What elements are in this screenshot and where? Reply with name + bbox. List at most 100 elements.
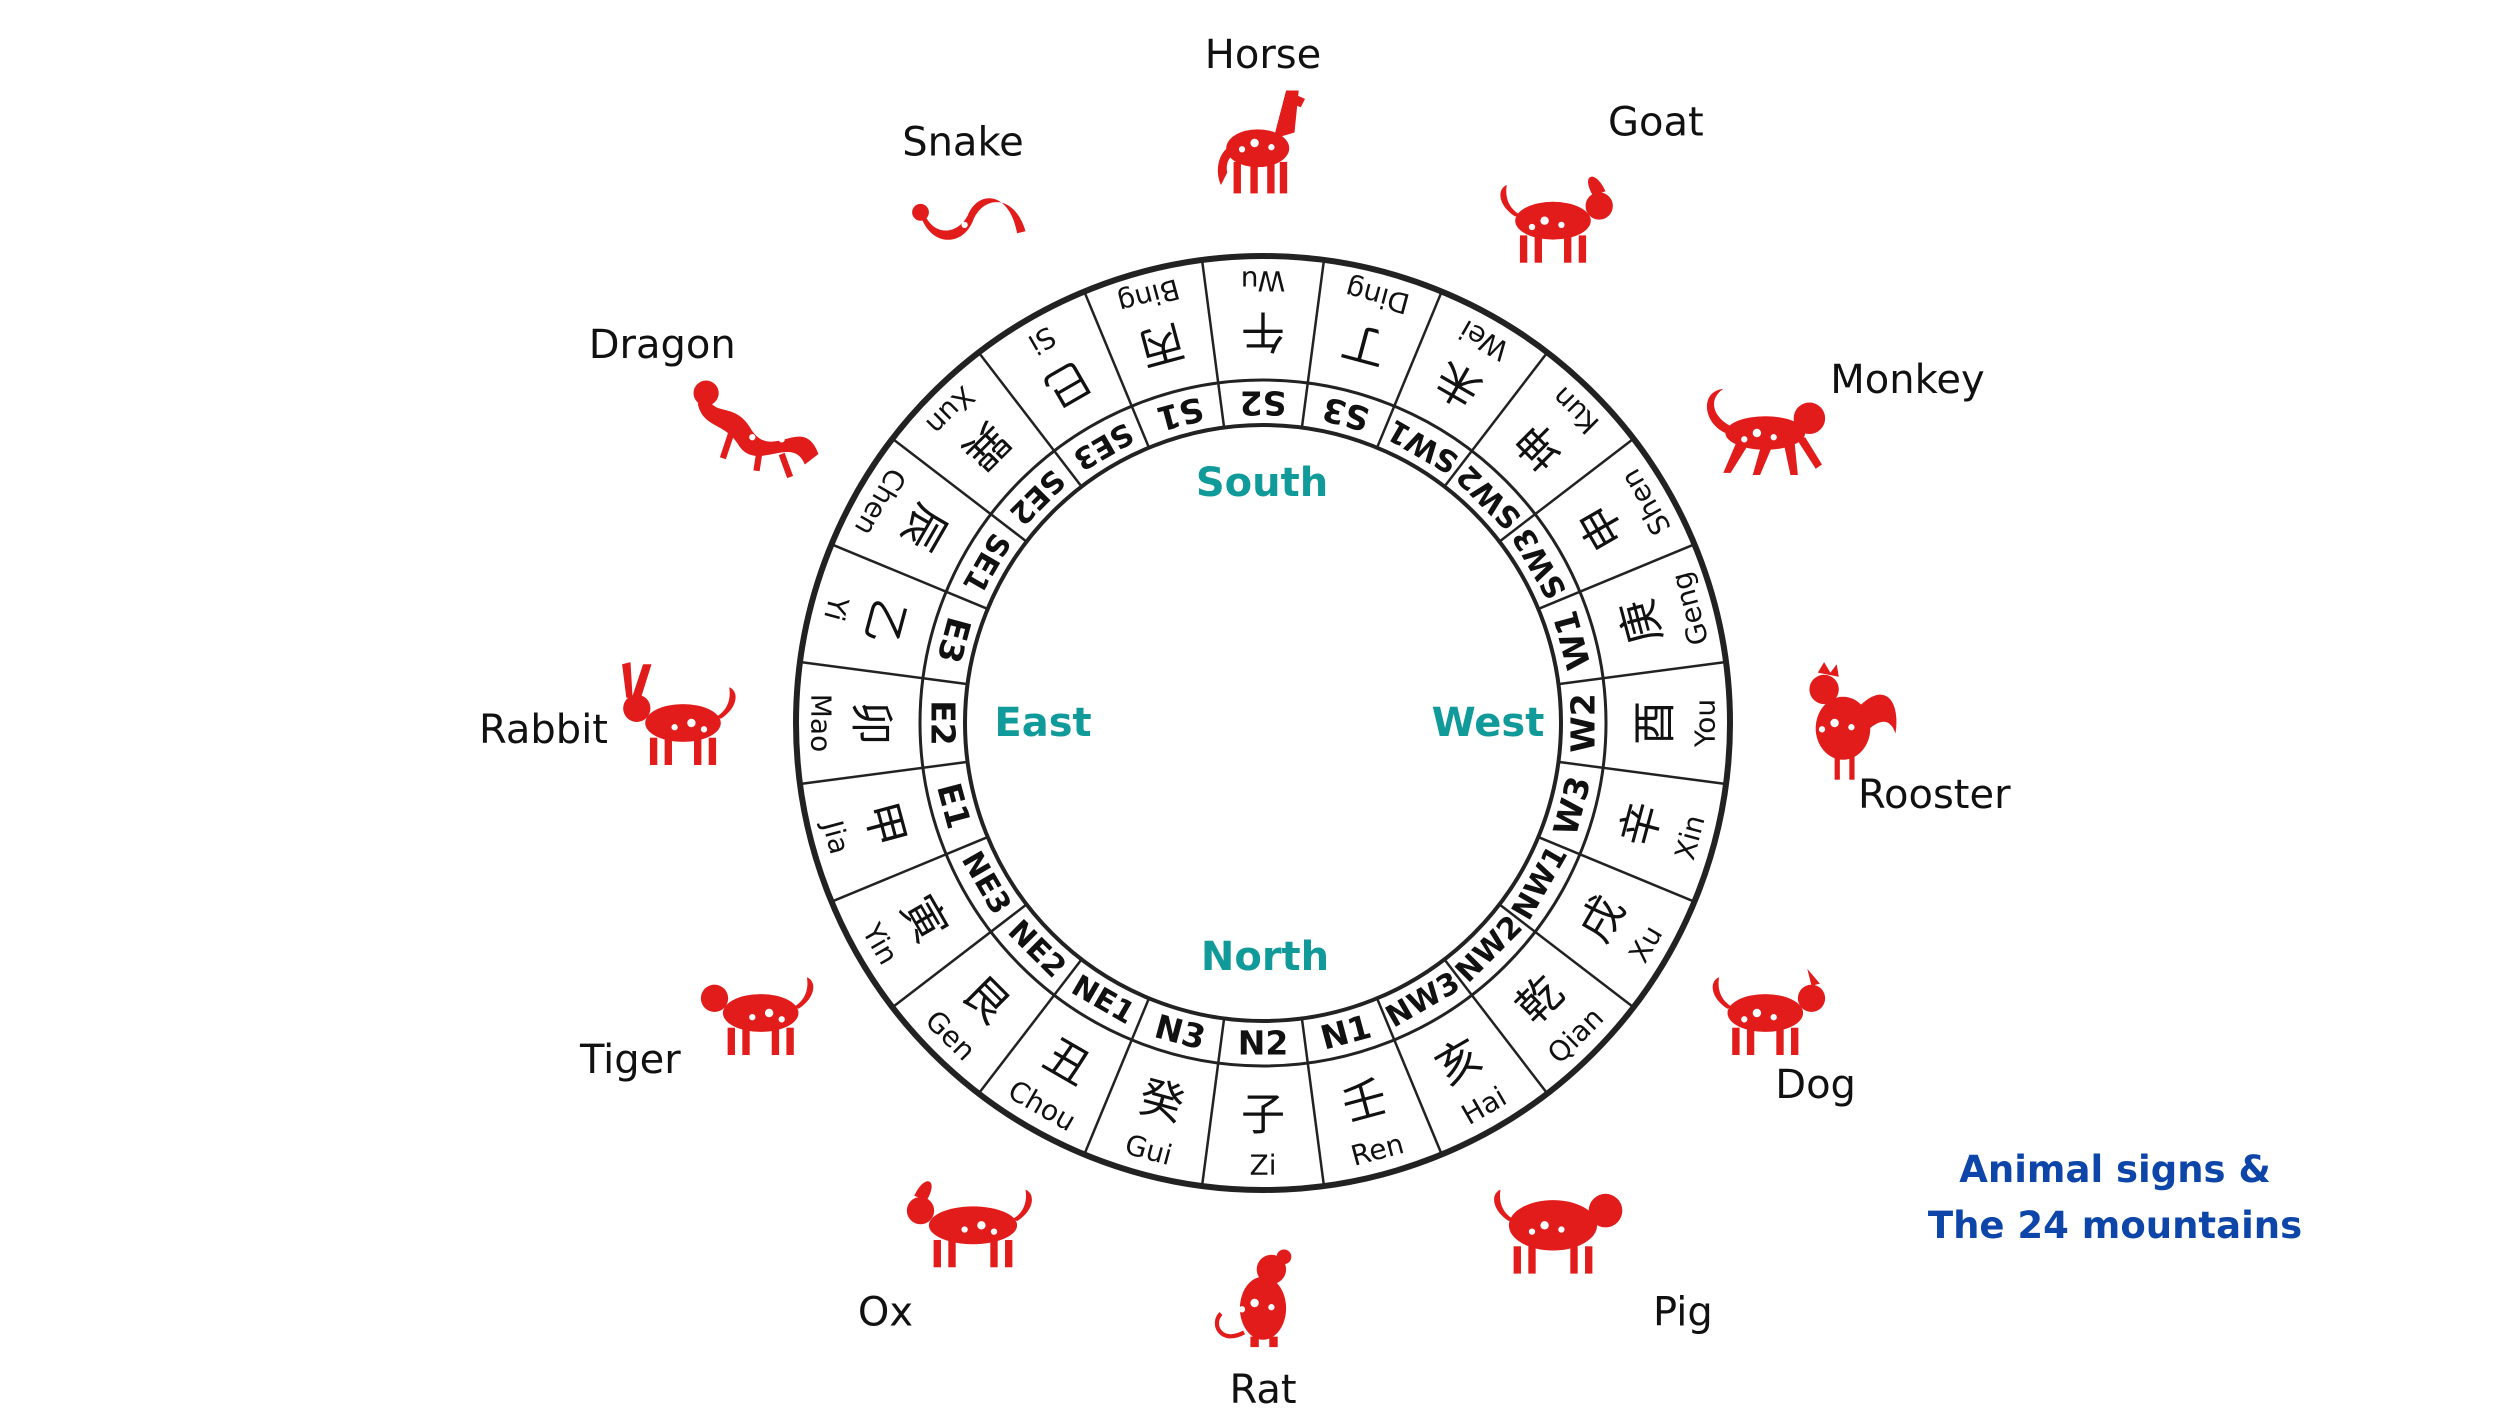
sector-divider (1498, 437, 1635, 543)
sector-divider (1083, 291, 1151, 449)
animal-label: Goat (1608, 100, 1704, 146)
sector-divider (1300, 259, 1326, 428)
mountain-code: N2 (1238, 1024, 1289, 1063)
rooster-icon (1809, 662, 1897, 780)
mountain-pinyin: Xin (1668, 812, 1711, 864)
sector-divider (891, 903, 1028, 1009)
animal-label: Horse (1205, 32, 1321, 78)
middle-ring (918, 378, 1608, 1068)
mountain-code: E2 (924, 700, 963, 746)
animal-label: Rat (1229, 1367, 1296, 1406)
mountain-code: SW2 (1450, 458, 1528, 536)
mountain-character: 壬 (1337, 1071, 1393, 1132)
mountain-code: W2 (1564, 693, 1603, 752)
mountain-pinyin: Mao (805, 694, 838, 752)
animal-label: Pig (1653, 1289, 1713, 1335)
caption-line-1: Animal signs & (1959, 1148, 2271, 1191)
mountain-character: 申 (1569, 495, 1635, 559)
sector-divider (1558, 660, 1727, 686)
tiger-icon (700, 977, 814, 1055)
animal-rat: Rat (1214, 1249, 1297, 1411)
mountain-character: 寅 (890, 887, 956, 951)
sector-divider (1443, 351, 1549, 488)
sector-divider (1537, 835, 1695, 903)
mountain-pinyin: You (1689, 699, 1722, 748)
mountain-character: 未 (1427, 350, 1491, 416)
mountain-n2: N2 子 Zi (1238, 1024, 1289, 1182)
direction-west: West (1432, 700, 1545, 746)
mountain-character: 甲 (854, 797, 915, 853)
mountain-code: NE2 (1001, 913, 1073, 985)
animal-dragon: Dragon (589, 322, 819, 479)
mountain-character: 辛 (1611, 797, 1672, 853)
ring-lines (793, 253, 1733, 1193)
animal-label: Snake (902, 120, 1024, 166)
animal-label: Rooster (1858, 772, 2011, 818)
direction-south: South (1196, 460, 1328, 506)
sector-divider (831, 543, 989, 611)
monkey-icon (1706, 388, 1826, 475)
animal-rabbit: Rabbit (479, 662, 736, 765)
mountain-pinyin: Zi (1250, 1149, 1277, 1182)
animal-label: Ox (858, 1289, 913, 1335)
sector-divider (977, 958, 1083, 1095)
mountain-code: SE1 (955, 527, 1017, 599)
dragon-icon (693, 380, 819, 479)
mountain-character: 乙 (854, 594, 915, 650)
mountain-character: 丁 (1337, 314, 1393, 375)
sector-divider (799, 660, 968, 686)
mountain-code: NE1 (1065, 968, 1140, 1032)
mountain-character: 子 (1241, 1090, 1285, 1141)
snake-icon (912, 198, 1026, 240)
sector-divider (799, 760, 968, 786)
mountain-code: SE2 (1002, 462, 1071, 531)
direction-east: East (994, 700, 1091, 746)
sector-divider (1083, 997, 1151, 1155)
mountain-character: 丑 (1035, 1029, 1099, 1095)
mountain-character: 戌 (1569, 887, 1635, 951)
animal-rooster: Rooster (1809, 662, 2011, 818)
animal-monkey: Monkey (1706, 357, 1985, 475)
animal-dog: Dog (1712, 968, 1856, 1108)
mountain-code: SE3 (1067, 415, 1139, 477)
mountain-character: 卯 (846, 701, 897, 745)
animal-label: Monkey (1830, 357, 1984, 403)
sector-divider (1537, 543, 1695, 611)
mountain-character: 巳 (1035, 350, 1099, 416)
goat-icon (1500, 176, 1613, 263)
sector-divider (891, 437, 1028, 543)
mountain-pinyin: Wu (1241, 265, 1285, 298)
mountain-code: S2 (1240, 384, 1287, 423)
mountain-pinyin: Si (1023, 320, 1062, 361)
pig-icon (1494, 1189, 1623, 1274)
dog-icon (1712, 968, 1826, 1055)
animal-goat: Goat (1500, 100, 1704, 263)
sector-divider (1498, 903, 1635, 1009)
inner-ring (963, 423, 1563, 1023)
mountain-pinyin: Gui (1122, 1128, 1176, 1172)
animal-tiger: Tiger (579, 977, 814, 1083)
mountain-character: 辰 (890, 495, 956, 559)
diagram-caption: Animal signs & The 24 mountains (1905, 1142, 2325, 1254)
sector-divider (1558, 760, 1727, 786)
mountain-character: 丙 (1134, 314, 1190, 375)
mountain-character: 酉 (1630, 701, 1681, 745)
animal-label: Dragon (589, 322, 736, 368)
sector-divider (831, 835, 989, 903)
ox-icon (906, 1181, 1032, 1268)
animal-snake: Snake (902, 120, 1026, 240)
